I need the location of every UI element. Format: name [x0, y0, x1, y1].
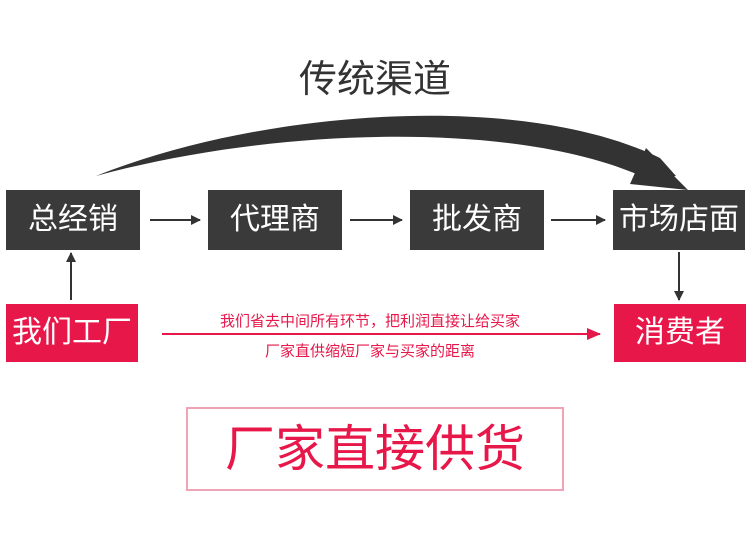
traditional-channel-curve-arrow: [96, 115, 676, 180]
consumer-box: 消费者: [614, 304, 746, 362]
direct-note-line2: 厂家直供缩短厂家与买家的距离: [264, 342, 475, 360]
curve-arrowhead: [630, 148, 688, 190]
factory-box: 我们工厂: [6, 304, 138, 362]
agent-box: 代理商: [208, 190, 342, 250]
general-distributor-box: 总经销: [6, 190, 140, 250]
wholesaler-box: 批发商: [410, 190, 544, 250]
store-box: 市场店面: [613, 190, 745, 250]
factory-direct-supply-banner: 厂家直接供货: [186, 407, 564, 491]
diagram-title: 传统渠道: [298, 57, 451, 101]
direct-note-line1: 我们省去中间所有环节，把利润直接让给买家: [219, 312, 520, 330]
